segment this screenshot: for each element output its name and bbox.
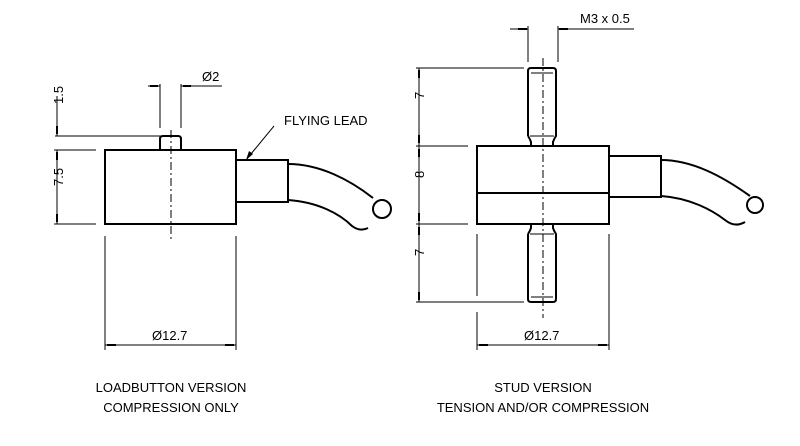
dim-body-height: 7.5 (51, 168, 66, 186)
loadbutton-caption-title: LOADBUTTON VERSION (96, 380, 247, 395)
dim-arrow (183, 85, 191, 87)
loadbutton-cable (287, 163, 374, 199)
loadbutton-cable-end (372, 199, 392, 219)
dim-arrow (418, 149, 420, 157)
dim-arrow (56, 152, 58, 160)
dim-arrow (107, 344, 116, 346)
dim-arrow (418, 227, 420, 235)
stud-view: M3 x 0.5 7 8 7 Ø12.7 STUD VERSION TENSIO… (412, 11, 764, 415)
stud-cable-end (746, 196, 764, 214)
dim-arrow (225, 344, 234, 346)
stud-connector (608, 155, 662, 198)
stud-cable (660, 159, 751, 197)
stud-cable (660, 195, 746, 226)
loadbutton-view: Ø2 1.5 7.5 Ø12.7 FLYING LEAD LOADBUTTON … (51, 69, 392, 415)
dim-arrow (418, 135, 420, 143)
dim-arrow (56, 126, 58, 134)
dim-arrow (418, 70, 420, 78)
flying-lead-label: FLYING LEAD (284, 113, 368, 128)
loadbutton-caption-subtitle: COMPRESSION ONLY (103, 400, 239, 415)
dim-arrow (479, 344, 488, 346)
dim-arrow (598, 344, 607, 346)
top-stud (527, 67, 557, 146)
stud-caption-title: STUD VERSION (494, 380, 592, 395)
dim-stud-body-diameter: Ø12.7 (524, 328, 559, 343)
bottom-stud (527, 224, 557, 303)
dim-stud-body-height: 8 (412, 171, 427, 178)
leader-arrow (246, 151, 253, 160)
loadbutton-connector (235, 159, 289, 203)
dim-arrow (418, 292, 420, 300)
dim-arrow (150, 85, 158, 87)
dim-bottom-stud-length: 7 (412, 249, 427, 256)
dim-pin-height: 1.5 (51, 86, 66, 104)
dim-pin-diameter: Ø2 (202, 69, 219, 84)
dim-thread: M3 x 0.5 (580, 11, 630, 26)
dim-arrow (559, 28, 568, 30)
dim-arrow (56, 214, 58, 222)
loadbutton-cable (287, 199, 369, 231)
dim-arrow (418, 213, 420, 221)
dim-arrow (518, 28, 527, 30)
dim-body-diameter: Ø12.7 (152, 328, 187, 343)
stud-caption-subtitle: TENSION AND/OR COMPRESSION (437, 400, 649, 415)
dim-top-stud-length: 7 (412, 92, 427, 99)
